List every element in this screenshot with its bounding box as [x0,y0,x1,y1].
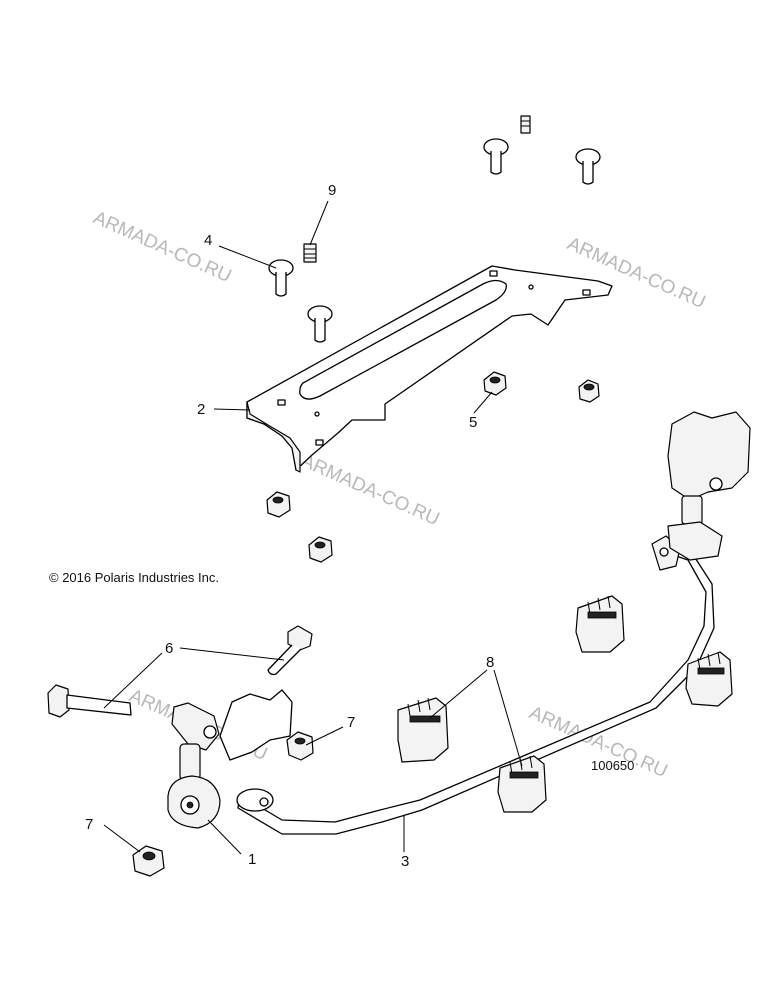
callout-7b: 7 [85,816,93,833]
grease-fitting-2 [520,115,531,134]
link-bracket [219,689,293,761]
callout-7a: 7 [347,714,355,731]
bushing-1 [397,697,449,763]
carriage-bolt-2 [307,305,333,343]
callout-8: 8 [486,654,494,671]
watermark-1: ARMADA-CO.RU [90,207,235,287]
carriage-bolt-3 [483,138,509,175]
watermark-3: ARMADA-CO.RU [298,450,443,530]
flange-nut-3 [266,491,291,518]
callout-3: 3 [401,853,409,870]
leader-lines [103,200,523,855]
flange-nut-1 [483,371,507,396]
flange-nut-7a [286,731,314,761]
flange-nut-2 [578,379,600,403]
callout-4: 4 [204,232,212,249]
carriage-bolt-4 [575,148,601,185]
callout-5: 5 [469,414,477,431]
watermark-2: ARMADA-CO.RU [564,233,709,313]
upper-link [667,411,751,561]
link-rod [167,702,221,829]
bushing-3 [685,651,733,707]
flange-bolt-2 [47,684,132,718]
copyright-notice: © 2016 Polaris Industries Inc. [49,570,219,585]
grease-fitting-1 [303,243,317,263]
figure-number: 100650 [591,758,634,773]
callout-2: 2 [197,401,205,418]
flange-nut-4 [308,536,333,563]
callout-9: 9 [328,182,336,199]
mounting-plate [246,265,613,473]
bushing-2 [575,595,625,653]
flange-bolt-1 [267,625,313,676]
flange-nut-7b [132,845,165,877]
carriage-bolt-1 [268,259,294,297]
callout-6: 6 [165,640,173,657]
callout-1: 1 [248,851,256,868]
stabilizer-bar [236,535,715,835]
bushing-4 [497,755,547,813]
